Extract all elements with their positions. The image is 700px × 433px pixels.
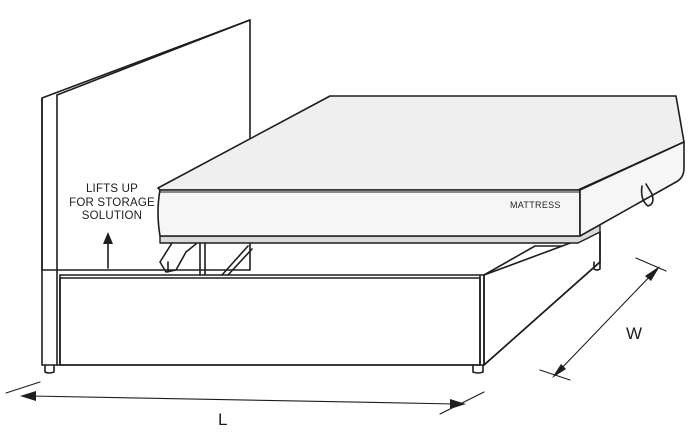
lift-arrow [103, 232, 113, 269]
mattress-label: MATTRESS [510, 200, 561, 210]
width-label: W [626, 324, 643, 343]
callout-line: FOR STORAGE [69, 196, 155, 209]
bed-base [56, 231, 601, 374]
pull-strap [640, 183, 654, 207]
callout-line: SOLUTION [81, 210, 143, 222]
gas-struts [159, 242, 253, 276]
callout-line: LIFTS UP [85, 183, 139, 195]
mattress [157, 95, 685, 237]
length-label: L [218, 410, 228, 429]
lift-callout: LIFTS UP FOR STORAGE SOLUTION [62, 183, 162, 224]
width-dimension [539, 257, 667, 381]
length-dimension [5, 381, 485, 415]
